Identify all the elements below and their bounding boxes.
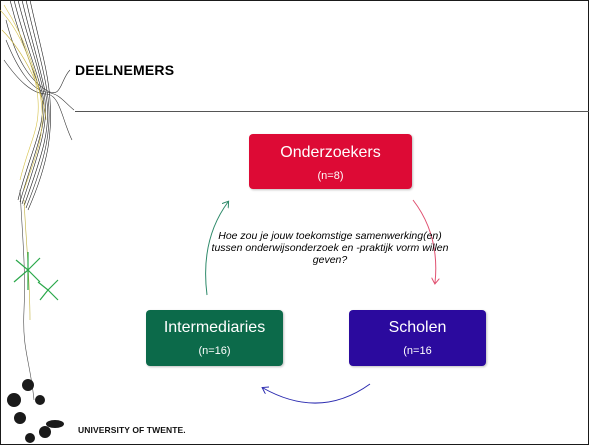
group-label-intermediaries: Intermediaries bbox=[163, 319, 266, 336]
group-count-intermediaries: (n=16) bbox=[198, 345, 231, 357]
arrow-intermediaries-to-onderzoekers bbox=[205, 202, 228, 296]
title-divider bbox=[75, 111, 589, 112]
central-question: Hoe zou je jouw toekomstige samenwerking… bbox=[211, 230, 449, 266]
arrow-scholen-to-intermediaries bbox=[263, 383, 371, 404]
group-label-scholen: Scholen bbox=[388, 319, 447, 336]
group-count-scholen: (n=16 bbox=[403, 345, 432, 357]
slide-title: DEELNEMERS bbox=[75, 62, 175, 78]
university-logo-text: UNIVERSITY OF TWENTE. bbox=[78, 425, 186, 435]
group-box-onderzoekers: Onderzoekers (n=8) bbox=[249, 134, 412, 189]
group-count-onderzoekers: (n=8) bbox=[317, 170, 344, 182]
arrow-onderzoekers-to-scholen bbox=[412, 199, 436, 283]
group-label-onderzoekers: Onderzoekers bbox=[280, 144, 381, 161]
decorative-lineart bbox=[0, 0, 75, 443]
group-box-intermediaries: Intermediaries (n=16) bbox=[146, 310, 283, 366]
group-box-scholen: Scholen (n=16 bbox=[349, 310, 486, 366]
